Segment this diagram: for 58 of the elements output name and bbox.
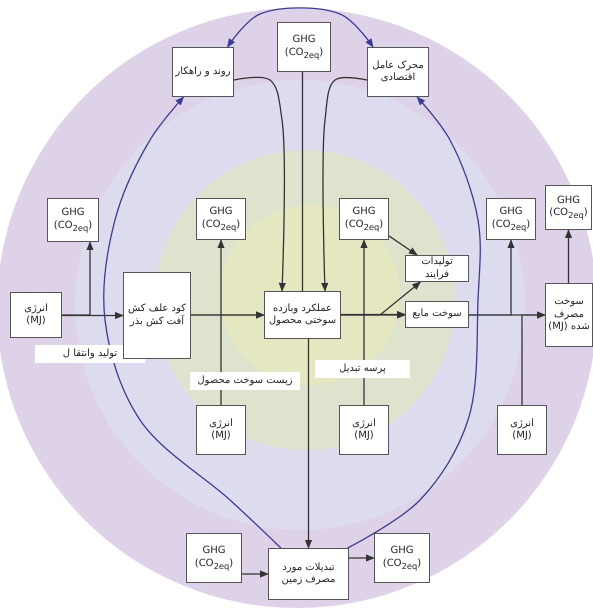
process-box	[196, 405, 246, 455]
box-text: کود علف کش آفت کش بذر	[127, 303, 187, 328]
process-box	[47, 198, 99, 242]
arrow	[321, 76, 368, 292]
process-box	[277, 22, 331, 72]
process-box	[545, 283, 593, 347]
box-text: تولیدات فرایند	[420, 256, 454, 281]
box-text: عملکرد وبازده سوختی محصول	[268, 302, 338, 328]
box-text: انرژی (MJ)	[351, 418, 377, 442]
process-box	[374, 533, 430, 583]
process-box	[367, 47, 429, 97]
arrow	[62, 312, 124, 320]
arrow	[62, 241, 94, 316]
stage-label: زیست سوخت محصول	[190, 372, 300, 390]
box-text: تبدیلات مورد مصرف زمین	[280, 562, 336, 586]
box-text: GHG (CO$_{2eq}$)	[382, 545, 422, 571]
process-box	[486, 198, 536, 240]
process-box	[339, 198, 389, 240]
process-box	[405, 301, 469, 328]
box-text: روند و راهکار	[175, 66, 231, 78]
process-box	[10, 292, 62, 338]
process-box	[268, 548, 349, 600]
process-box	[123, 272, 191, 359]
stage-label: پرسه تبدیل	[315, 360, 410, 378]
box-text: سوخت مایع	[412, 308, 462, 321]
box-text: GHG (CO$_{2eq}$)	[344, 206, 384, 232]
arrow	[103, 96, 282, 548]
box-text: انرژی (MJ)	[509, 418, 535, 442]
process-box	[172, 47, 234, 97]
arrow	[234, 76, 286, 292]
process-box	[186, 533, 242, 583]
process-box	[196, 198, 246, 240]
arrow	[349, 554, 375, 562]
process-box	[405, 255, 469, 282]
box-text: محرک عامل اقتصادی	[371, 60, 425, 84]
box-text: GHG (CO$_{2eq}$)	[548, 194, 589, 220]
arrow	[347, 96, 481, 549]
box-text: GHG (CO$_{2eq}$)	[200, 206, 242, 232]
arrow	[564, 229, 572, 283]
box-text: GHG (CO$_{2eq}$)	[284, 34, 324, 60]
process-box	[497, 405, 547, 455]
arrow	[227, 7, 374, 48]
process-box	[264, 291, 341, 339]
box-text: GHG (CO$_{2eq}$)	[52, 207, 94, 233]
arrow	[242, 570, 269, 578]
arrow	[191, 239, 225, 316]
box-text: انرژی (MJ)	[208, 418, 234, 442]
arrow	[341, 281, 422, 316]
box-text: سوخت مصرف شده (MJ)	[548, 296, 590, 334]
arrow	[304, 339, 312, 549]
arrow	[521, 311, 546, 405]
process-box	[339, 405, 389, 455]
box-text: انرژی (MJ)	[23, 302, 49, 328]
arrow	[469, 239, 515, 316]
box-text: GHG (CO$_{2eq}$)	[194, 545, 234, 571]
arrow	[388, 235, 418, 256]
box-text: GHG (CO$_{2eq}$)	[490, 206, 532, 232]
process-box	[545, 185, 592, 230]
